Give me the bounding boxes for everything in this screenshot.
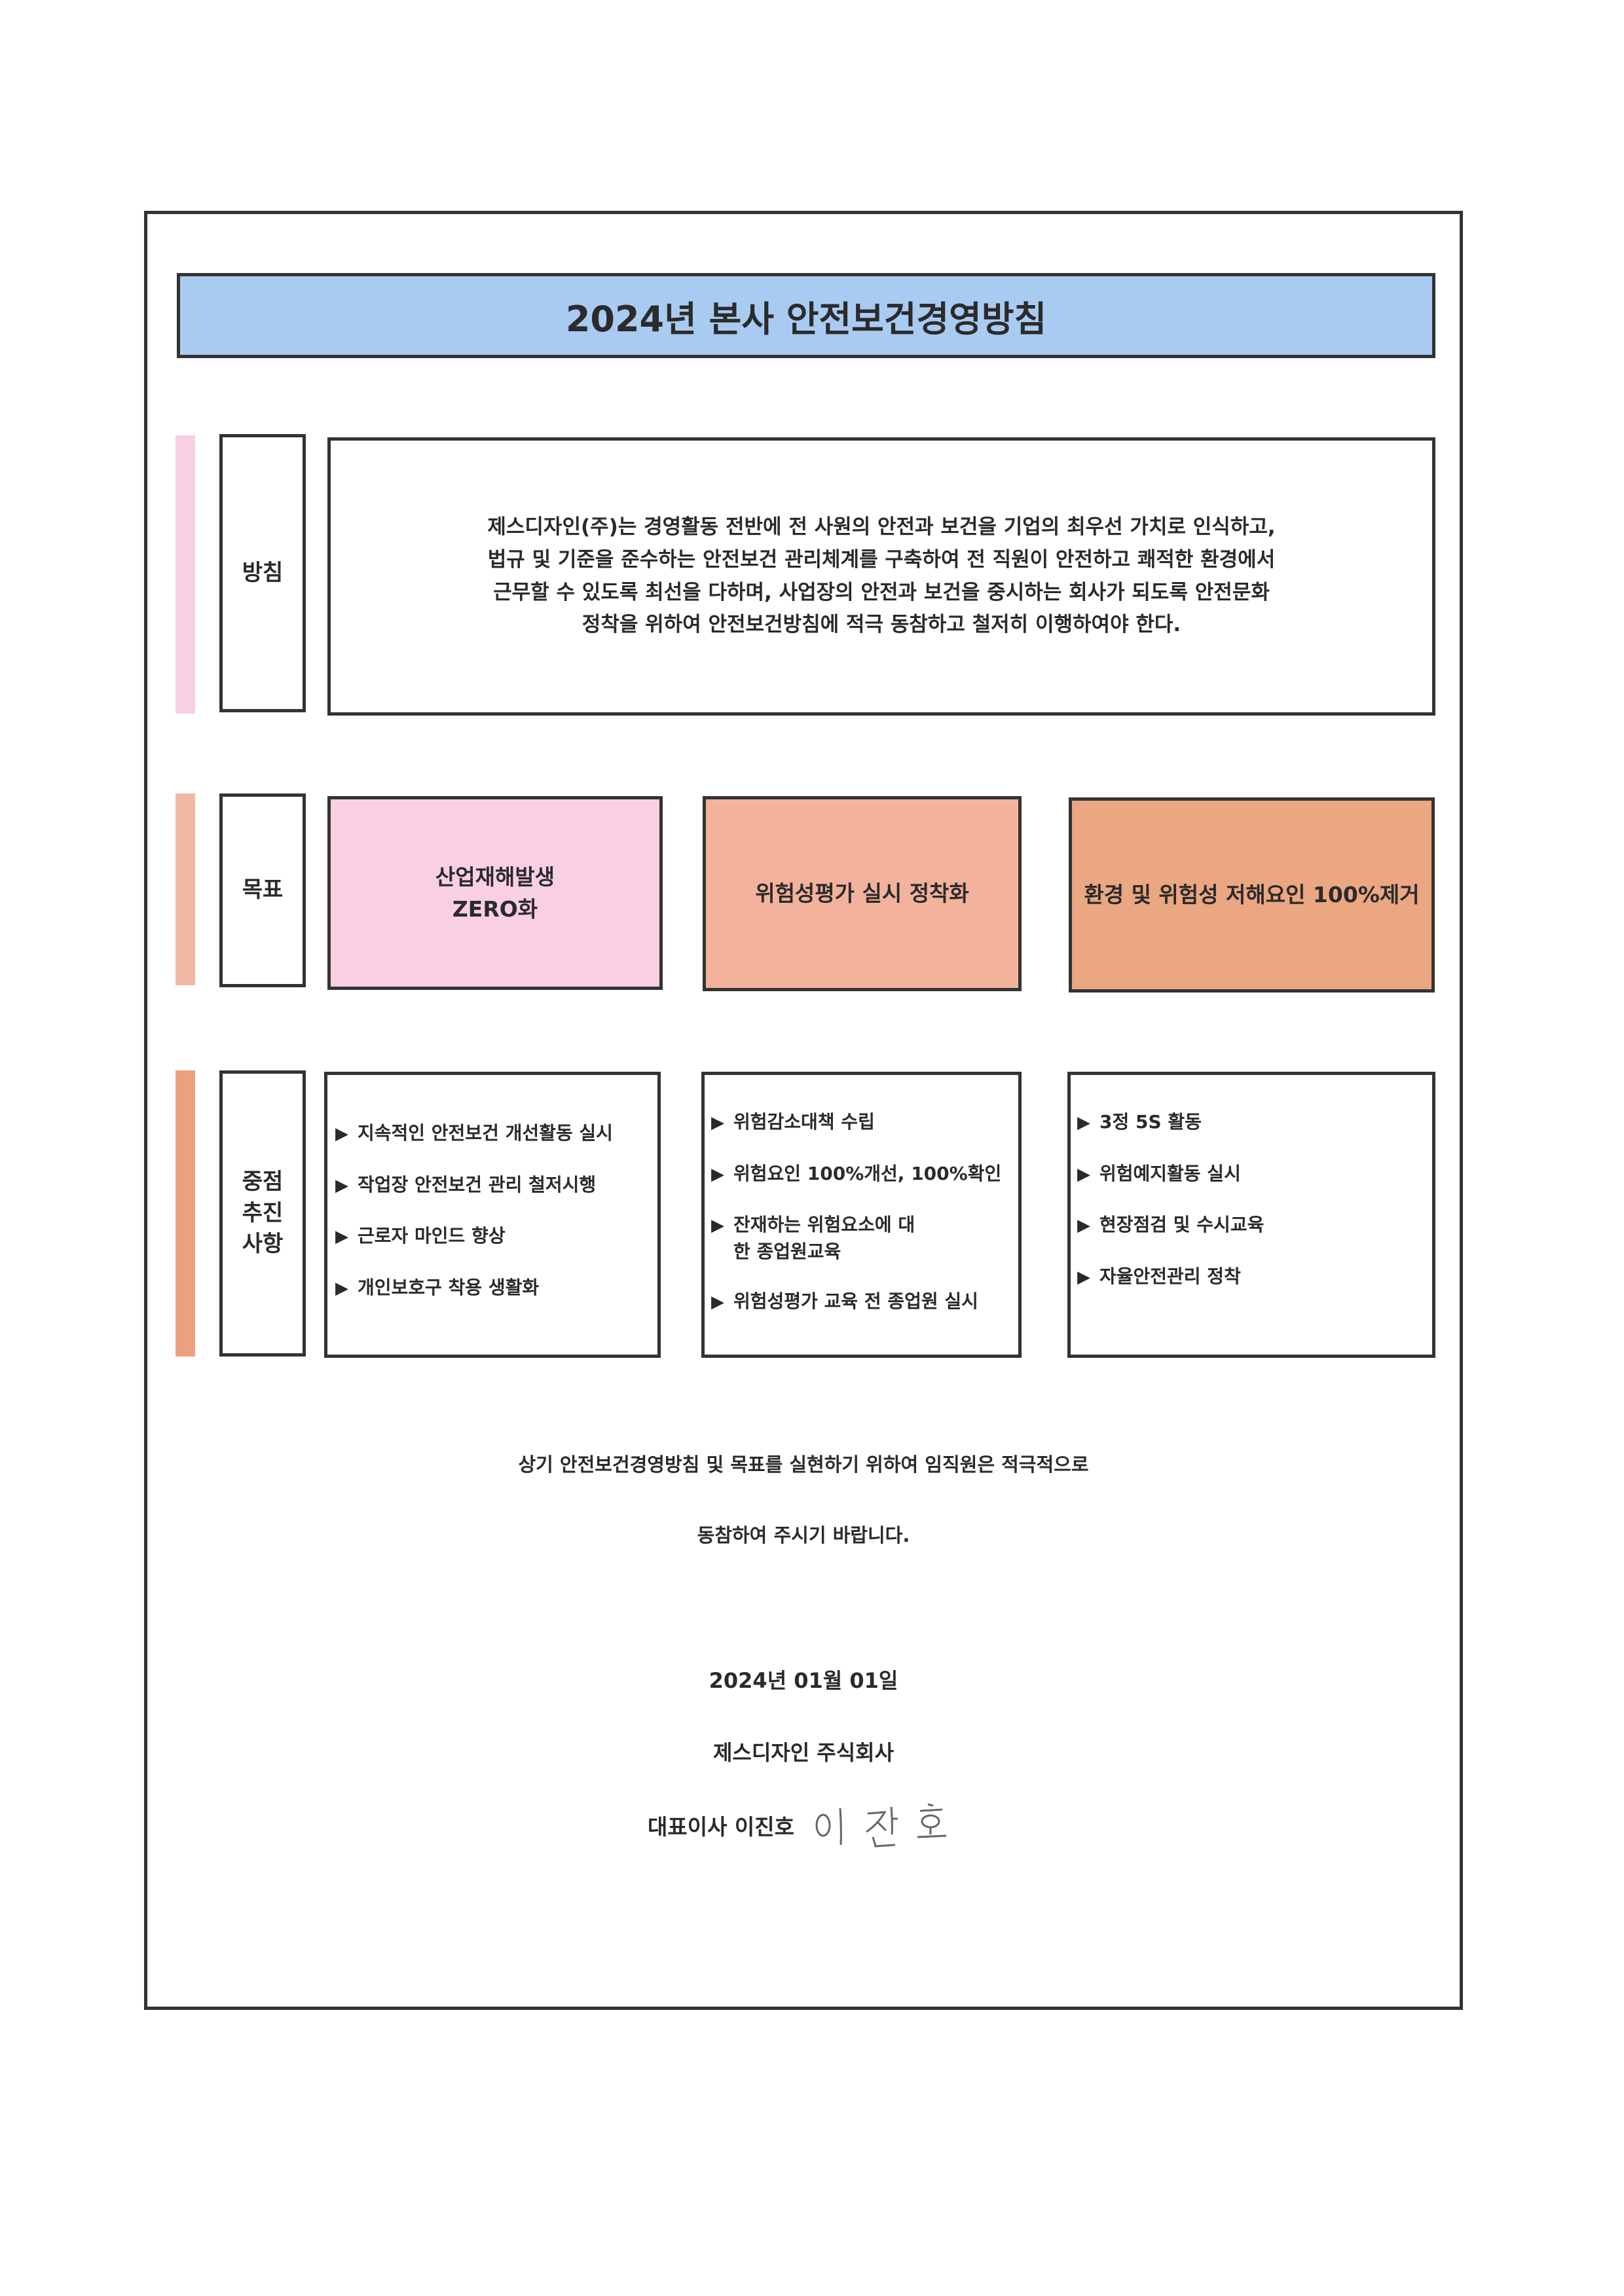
triangle-right-icon: ▶ [1077,1216,1090,1236]
action-label-line: 추진 [242,1199,284,1226]
action-box-1: ▶ 지속적인 안전보건 개선활동 실시 ▶ 작업장 안전보건 관리 철저시행 ▶… [324,1072,661,1358]
action-box-3: ▶ 3정 5S 활동 ▶ 위험예지활동 실시 ▶ 현장점검 및 수시교육 ▶ 자… [1067,1072,1435,1358]
triangle-right-icon: ▶ [711,1292,724,1313]
action-label-line: 중점 [242,1169,284,1195]
closing-line-1: 상기 안전보건경영방침 및 목표를 실현하기 위하여 임직원은 적극적으로 [518,1453,1089,1476]
triangle-right-icon: ▶ [711,1164,724,1184]
closing-line-2: 동참하여 주시기 바랍니다. [697,1524,910,1546]
list-item: ▶ 위험요인 100%개선, 100%확인 [711,1161,1006,1188]
action-list-1: ▶ 지속적인 안전보건 개선활동 실시 ▶ 작업장 안전보건 관리 철저시행 ▶… [335,1120,650,1301]
document-frame [144,211,1463,2010]
action-text: 위험요인 100%개선, 100%확인 [733,1162,1002,1184]
action-list-3: ▶ 3정 5S 활동 ▶ 위험예지활동 실시 ▶ 현장점검 및 수시교육 ▶ 자… [1077,1109,1418,1290]
page-title: 2024년 본사 안전보건경영방침 [177,273,1435,358]
company-name: 제스디자인 주식회사 [712,1740,895,1765]
list-item: ▶ 잔재하는 위험요소에 대한 종업원교육 [711,1212,1006,1265]
action-text: 3정 5S 활동 [1099,1111,1202,1133]
action-text: 자율안전관리 정착 [1099,1265,1241,1287]
goal-1-line1: 산업재해발생 [435,864,555,890]
list-item: ▶ 현장점검 및 수시교육 [1077,1212,1418,1239]
policy-line: 정착을 위하여 안전보건방침에 적극 동참하고 철저히 이행하여야 한다. [581,613,1181,637]
list-item: ▶ 개인보호구 착용 생활화 [335,1275,650,1302]
triangle-right-icon: ▶ [335,1278,348,1298]
triangle-right-icon: ▶ [1077,1164,1090,1184]
action-label-line: 사항 [242,1231,284,1258]
action-text: 작업장 안전보건 관리 철저시행 [358,1173,597,1195]
triangle-right-icon: ▶ [711,1216,724,1236]
policy-box [327,437,1435,716]
action-text: 잔재하는 위험요소에 대한 종업원교육 [733,1214,915,1262]
policy-color-strip [175,435,195,714]
goal-box-3: 환경 및 위험성 저해요인 100%제거 [1069,797,1435,993]
policy-label: 방침 [219,434,306,712]
goal-color-strip [175,793,195,985]
policy-line: 근무할 수 있도록 최선을 다하며, 사업장의 안전과 보건을 중시하는 회사가… [493,580,1270,604]
triangle-right-icon: ▶ [1077,1113,1090,1133]
list-item: ▶ 지속적인 안전보건 개선활동 실시 [335,1120,650,1147]
triangle-right-icon: ▶ [711,1113,724,1133]
list-item: ▶ 위험예지활동 실시 [1077,1161,1418,1188]
policy-line: 법규 및 기준을 준수하는 안전보건 관리체계를 구축하여 전 직원이 안전하고… [487,547,1276,572]
representative: 대표이사 이진호 [647,1814,794,1840]
goal-label: 목표 [219,793,306,987]
goal-3-text: 환경 및 위험성 저해요인 100%제거 [1084,882,1420,908]
triangle-right-icon: ▶ [335,1175,348,1195]
action-text: 위험성평가 교육 전 종업원 실시 [733,1290,978,1313]
triangle-right-icon: ▶ [335,1227,348,1247]
action-text: 개인보호구 착용 생활화 [358,1276,540,1298]
action-text: 지속적인 안전보건 개선활동 실시 [358,1122,613,1144]
action-text: 현장점검 및 수시교육 [1099,1214,1264,1236]
action-list-2: ▶ 위험감소대책 수립 ▶ 위험요인 100%개선, 100%확인 ▶ 잔재하는… [711,1109,1006,1315]
action-text: 근로자 마인드 향상 [358,1225,506,1247]
goal-box-1: 산업재해발생 ZERO화 [327,796,663,990]
action-label: 중점 추진 사항 [219,1070,306,1357]
goal-box-2: 위험성평가 실시 정착화 [703,796,1022,991]
goal-2-text: 위험성평가 실시 정착화 [755,881,969,907]
triangle-right-icon: ▶ [1077,1267,1090,1287]
action-text: 위험감소대책 수립 [733,1111,875,1133]
list-item: ▶ 자율안전관리 정착 [1077,1264,1418,1290]
goal-1-line2: ZERO화 [452,896,538,922]
document-date: 2024년 01월 01일 [709,1668,898,1693]
action-box-2: ▶ 위험감소대책 수립 ▶ 위험요인 100%개선, 100%확인 ▶ 잔재하는… [701,1072,1022,1358]
action-text: 위험예지활동 실시 [1099,1162,1241,1184]
policy-text: 제스디자인(주)는 경영활동 전반에 전 사원의 안전과 보건을 기업의 최우선… [327,437,1435,716]
list-item: ▶ 위험성평가 교육 전 종업원 실시 [711,1288,1006,1315]
list-item: ▶ 3정 5S 활동 [1077,1109,1418,1136]
triangle-right-icon: ▶ [335,1124,348,1144]
list-item: ▶ 작업장 안전보건 관리 철저시행 [335,1172,650,1199]
policy-line: 제스디자인(주)는 경영활동 전반에 전 사원의 안전과 보건을 기업의 최우선… [487,515,1276,539]
action-color-strip [175,1070,195,1357]
list-item: ▶ 위험감소대책 수립 [711,1109,1006,1136]
handwritten-signature [815,1803,947,1848]
list-item: ▶ 근로자 마인드 향상 [335,1223,650,1250]
signature-line: 대표이사 이진호 [144,1799,1463,1851]
